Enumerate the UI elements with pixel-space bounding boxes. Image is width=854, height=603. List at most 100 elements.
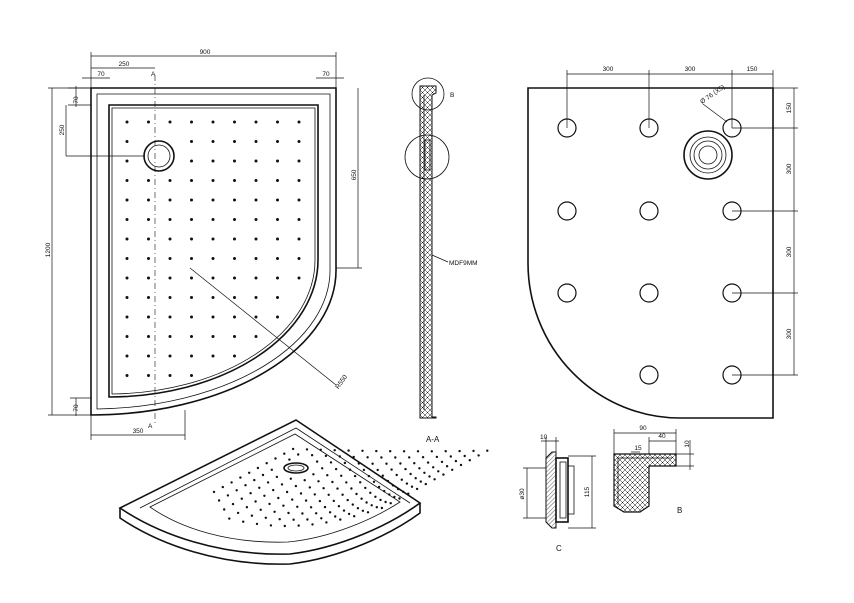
iso-dot [342, 509, 346, 512]
iso-dot [313, 493, 316, 496]
tray-dot [254, 198, 258, 202]
iso-dot [312, 473, 315, 476]
iso-dot [391, 484, 395, 487]
tray-dot [211, 120, 215, 124]
iso-dot [261, 473, 265, 477]
iso-dot [334, 515, 337, 518]
iso-basin [149, 433, 401, 543]
iso-dot [306, 518, 309, 521]
tray-dot [233, 140, 236, 143]
iso-dot [273, 510, 276, 513]
iso-dot [346, 498, 349, 502]
iso-dot [268, 502, 271, 506]
tray-dot [276, 159, 279, 163]
iso-dot [283, 452, 286, 455]
iso-dot [385, 462, 388, 465]
iso-dot [305, 448, 309, 451]
tray-dot [276, 140, 279, 143]
iso-dot [333, 449, 336, 452]
dim-250-top: 250 [119, 61, 130, 68]
tray-dot [233, 296, 236, 299]
tray-dot [297, 159, 301, 163]
tray-dot [147, 354, 150, 358]
iso-dot [367, 474, 371, 478]
tray-dot [211, 354, 215, 358]
iso-dot [454, 459, 458, 463]
iso-dot [472, 449, 475, 453]
iso-dot [361, 449, 364, 452]
iso-dot [334, 467, 338, 471]
iso-dot [239, 476, 242, 479]
tray-dot [254, 159, 258, 163]
iso-dot [255, 522, 259, 526]
iso-dot [297, 524, 300, 527]
tray-dot [190, 276, 193, 280]
support-hole [639, 201, 659, 221]
iso-dot [292, 518, 295, 521]
iso-dot [228, 517, 231, 520]
iso-dot [379, 498, 382, 502]
detail-b-profile [613, 453, 677, 513]
iso-dot [463, 454, 466, 458]
tray-dot [297, 257, 301, 260]
iso-dot [352, 455, 355, 459]
tray-dot [276, 237, 279, 241]
detail-b-dim-10: 10 [684, 440, 691, 448]
tray-dot [297, 198, 301, 202]
tray-dot [147, 335, 150, 338]
tray-dot [211, 315, 215, 319]
iso-dot [250, 514, 254, 517]
iso-dot [326, 474, 329, 477]
tray-dot [147, 179, 150, 182]
tray-dot [254, 120, 258, 124]
iso-dot [353, 474, 357, 478]
tray-dot [276, 198, 279, 202]
dim-r550: R550 [334, 373, 349, 390]
iso-dot [370, 504, 373, 507]
iso-dot [328, 511, 332, 514]
tray-dot [190, 218, 193, 221]
iso-dot [426, 461, 430, 464]
iso-dot-grid [212, 447, 489, 528]
iso-dot [435, 455, 439, 459]
iso-dot [265, 462, 268, 465]
radius-leader [189, 267, 337, 386]
iso-dot [315, 460, 319, 463]
iso-dot [320, 517, 323, 520]
tray-dot [297, 237, 301, 241]
iso-dot [336, 487, 339, 490]
tray-dot [254, 179, 258, 182]
iso-dot [343, 461, 347, 465]
iso-dot [389, 450, 392, 453]
iso-dot [263, 494, 266, 497]
iso-dot [394, 456, 397, 459]
tray-dot [125, 335, 129, 338]
tray-dot [190, 335, 193, 338]
tray-dot [125, 257, 129, 260]
iso-dot [388, 493, 391, 496]
tray-dot [254, 257, 258, 260]
tray-dot [211, 335, 215, 338]
iso-dot [355, 492, 358, 496]
iso-dot [402, 450, 406, 453]
support-hole [557, 283, 577, 303]
iso-dot [413, 462, 416, 465]
dim-650: 650 [351, 169, 358, 180]
dim-150-right: 150 [786, 102, 793, 113]
iso-dot [315, 512, 318, 515]
tray-dot [168, 276, 172, 280]
tray-dot [125, 198, 129, 202]
tray-dot [190, 257, 193, 260]
iso-dot [304, 499, 308, 502]
tray-dot [125, 354, 129, 358]
tray-dot [125, 374, 129, 377]
tray-dot [233, 237, 236, 241]
drain-outlet [143, 140, 175, 172]
tray-dot [211, 179, 215, 182]
iso-dot [244, 484, 247, 487]
iso-dot [226, 494, 230, 497]
iso-drain [283, 462, 309, 474]
iso-dot [288, 458, 291, 461]
tray-dot [125, 237, 129, 241]
